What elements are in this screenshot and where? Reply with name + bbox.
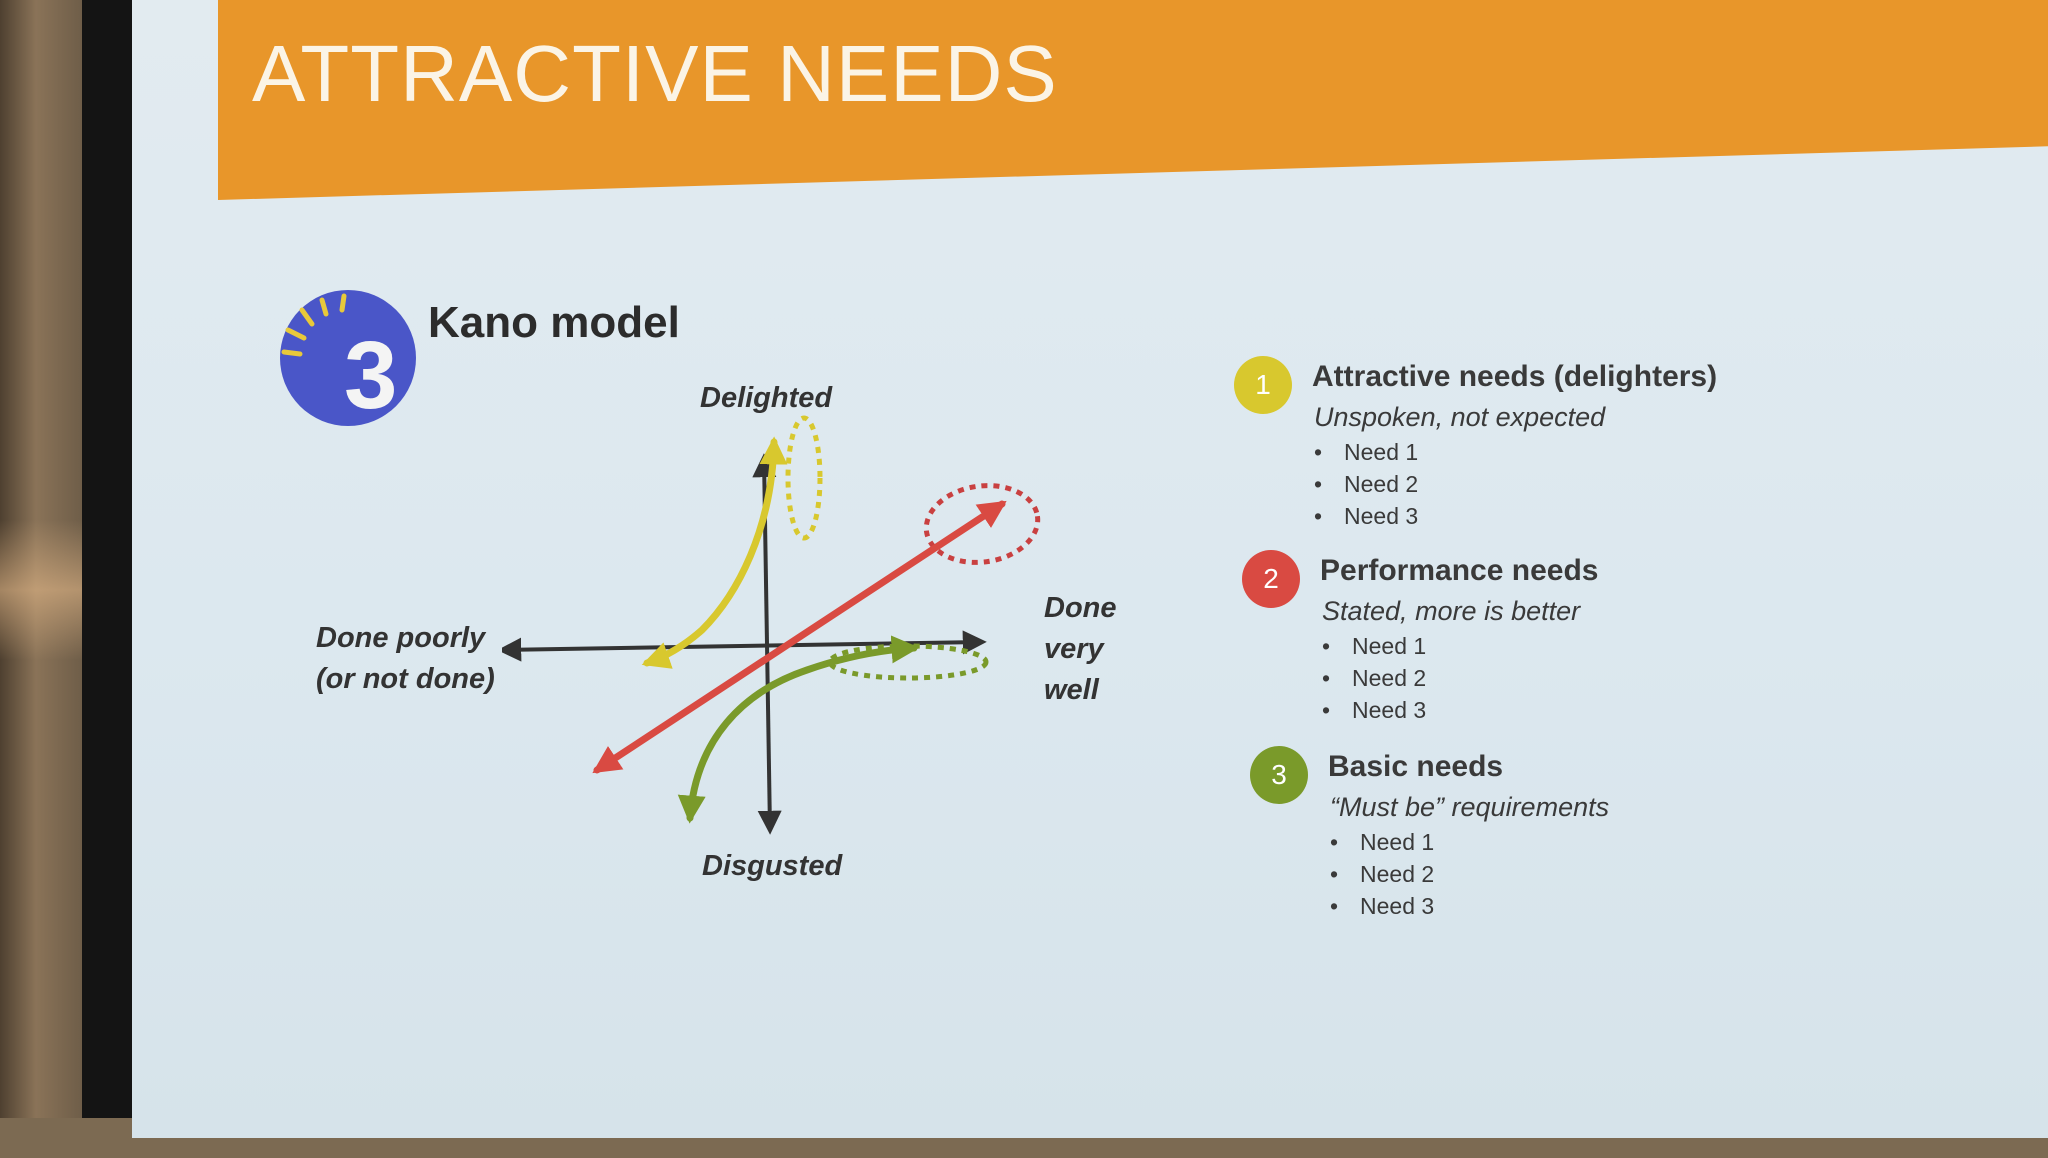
- legend-title: Performance needs: [1320, 554, 1599, 587]
- performance-line-arrow: [592, 500, 1007, 774]
- legend-badge-3: 3: [1250, 746, 1308, 804]
- attractive-curve: [641, 436, 788, 669]
- numbered-sunburst-icon: 3: [280, 290, 416, 426]
- axis-label-done-poorly: Done poorly (or not done): [316, 618, 495, 700]
- list-item: Need 3: [1330, 890, 1434, 922]
- list-item: Need 3: [1322, 694, 1426, 726]
- axis-label-disgusted: Disgusted: [702, 850, 843, 882]
- legend-badge-1: 1: [1234, 356, 1292, 414]
- list-item: Need 1: [1330, 826, 1434, 858]
- legend-title: Attractive needs (delighters): [1312, 360, 1718, 393]
- axis-label-delighted: Delighted: [700, 382, 833, 414]
- axis-label-done-poorly-line1: Done poorly: [316, 622, 486, 654]
- legend-subtitle: “Must be” requirements: [1330, 792, 1610, 822]
- legend-title: Basic needs: [1328, 750, 1504, 783]
- axis-label-done-very-well-line3: well: [1044, 674, 1099, 706]
- kano-badge-number: 3: [344, 322, 397, 426]
- axis-label-done-very-well-line1: Done: [1044, 592, 1117, 624]
- legend-items: Need 1 Need 2 Need 3: [1322, 630, 1426, 726]
- axis-label-done-very-well: Done very well: [1044, 588, 1117, 711]
- list-item: Need 3: [1314, 500, 1418, 532]
- list-item: Need 2: [1330, 858, 1434, 890]
- legend-items: Need 1 Need 2 Need 3: [1314, 436, 1418, 532]
- legend-subtitle: Stated, more is better: [1322, 596, 1581, 626]
- axis-label-done-poorly-line2: (or not done): [316, 663, 495, 695]
- screen-frame-edge: [82, 0, 134, 1152]
- slide-title: ATTRACTIVE NEEDS: [252, 29, 1058, 118]
- attractive-dashed-outline: [785, 415, 823, 541]
- basic-curve: [677, 635, 920, 824]
- kano-model-title: Kano model: [428, 298, 680, 347]
- list-item: Need 1: [1322, 630, 1426, 662]
- legend-badge-2: 2: [1242, 550, 1300, 608]
- list-item: Need 2: [1322, 662, 1426, 694]
- list-item: Need 2: [1314, 468, 1418, 500]
- wall-light-reflection: [0, 520, 90, 660]
- legend-subtitle: Unspoken, not expected: [1314, 402, 1606, 432]
- performance-dashed-outline: [923, 483, 1041, 565]
- list-item: Need 1: [1314, 436, 1418, 468]
- projected-slide: ATTRACTIVE NEEDS 3 Kano model: [132, 0, 2048, 1138]
- kano-diagram: [502, 415, 1041, 835]
- axis-label-done-very-well-line2: very: [1044, 633, 1104, 665]
- legend-items: Need 1 Need 2 Need 3: [1330, 826, 1434, 922]
- room-wall: [0, 0, 90, 1152]
